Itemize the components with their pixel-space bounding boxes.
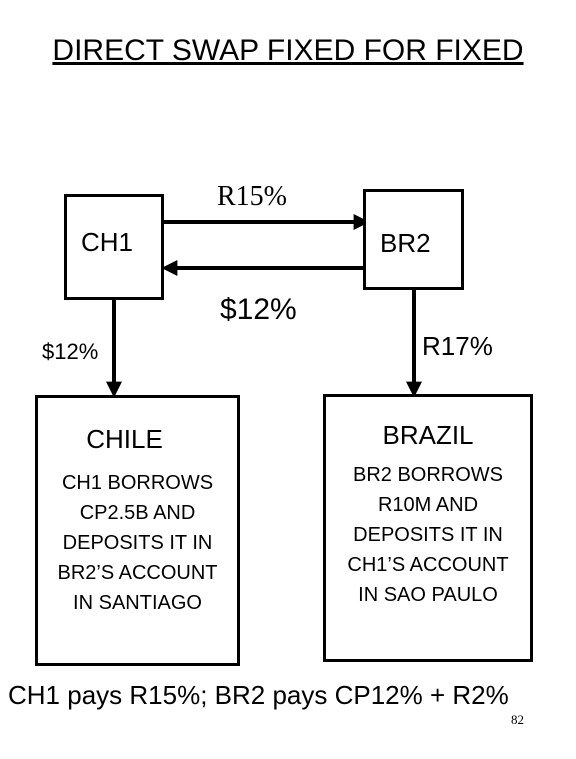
brazil-description: BR2 BORROWS R10M AND DEPOSITS IT IN CH1’… (326, 460, 530, 610)
brazil-line: IN SAO PAULO (358, 584, 498, 606)
brazil-line: R10M AND (377, 494, 479, 516)
br2-label: BR2 (380, 228, 431, 258)
chile-line: DEPOSITS IT IN (62, 532, 213, 554)
chile-heading: CHILE (86, 424, 163, 454)
ch1-label: CH1 (81, 227, 134, 257)
flow-label-ch1-to-chile: $12% (42, 339, 99, 364)
chile-box: CHILE CH1 BORROWS CP2.5B AND DEPOSITS IT… (35, 395, 240, 666)
chile-line: CH1 BORROWS (61, 472, 214, 494)
chile-description: CH1 BORROWS CP2.5B AND DEPOSITS IT IN BR… (38, 468, 237, 618)
brazil-heading: BRAZIL (382, 420, 474, 450)
flow-label-br2-to-brazil: R17% (422, 331, 493, 361)
brazil-box: BRAZIL BR2 BORROWS R10M AND DEPOSITS IT … (323, 394, 533, 662)
brazil-line: DEPOSITS IT IN (353, 524, 503, 546)
brazil-line: CH1’S ACCOUNT (347, 554, 509, 576)
payment-summary: CH1 pays R15%; BR2 pays CP12% + R2% (8, 680, 509, 710)
flow-label-br2-to-ch1: $12% (220, 293, 297, 326)
chile-line: CP2.5B AND (79, 502, 196, 524)
br2-node: BR2 (363, 189, 464, 290)
page-number: 82 (511, 712, 524, 727)
chile-line: IN SANTIAGO (73, 592, 202, 614)
ch1-node: CH1 (64, 194, 164, 300)
chile-line: BR2’S ACCOUNT (57, 562, 218, 584)
brazil-line: BR2 BORROWS (352, 464, 504, 486)
flow-label-ch1-to-br2: R15% (217, 181, 287, 212)
page-title: DIRECT SWAP FIXED FOR FIXED (52, 34, 524, 67)
